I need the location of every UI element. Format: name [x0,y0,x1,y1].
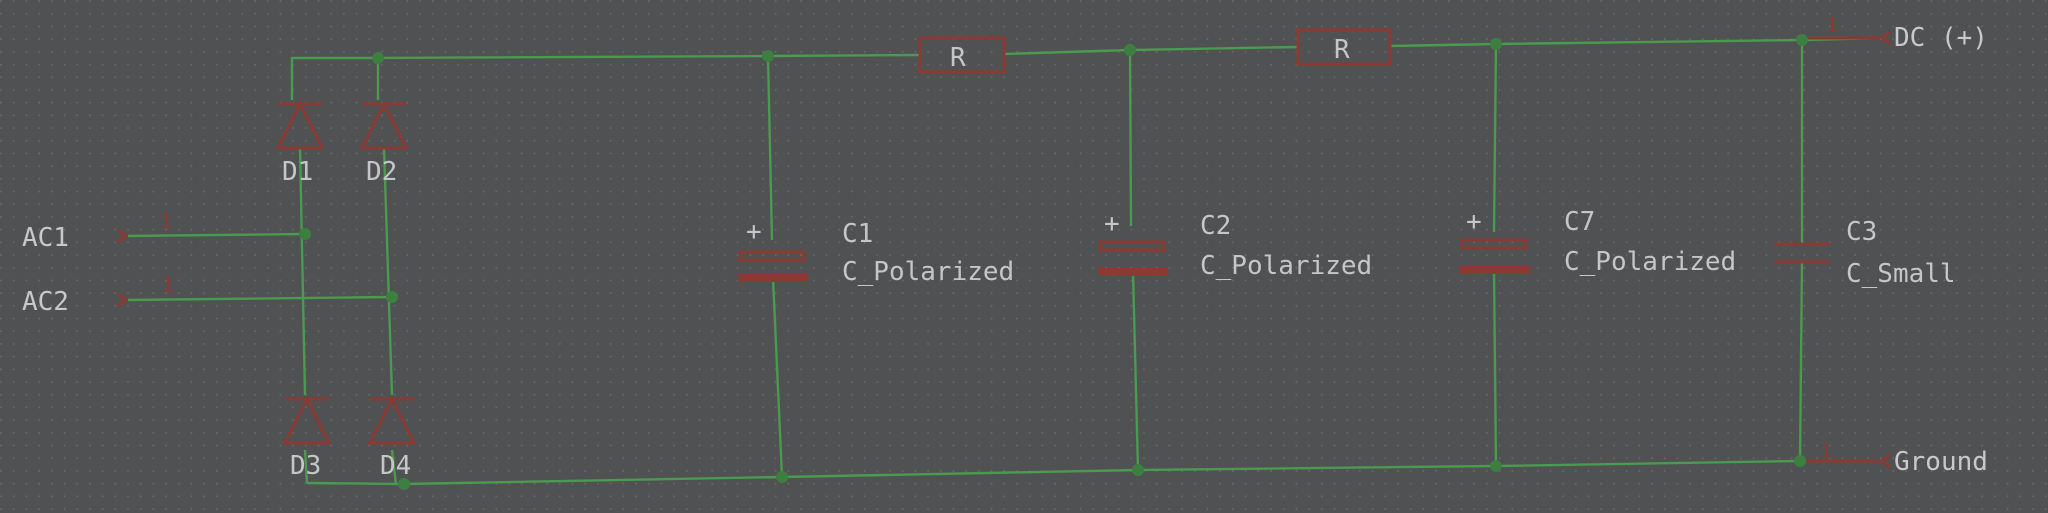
pin-number-ac2: 1 [162,273,174,297]
capacitor-c7-plate-negative [1460,266,1530,274]
junction [1796,34,1808,46]
bridge-top-wire [290,58,380,100]
diode-d1-ref: D1 [282,157,313,187]
capacitor-c2-plate-negative [1098,268,1168,276]
junctions [299,34,1808,490]
diode-d3[interactable] [282,395,332,445]
dc-pos-pin-stub [1808,30,1891,46]
ground-pin-stub [1806,453,1891,469]
capacitor-c7-polarity: + [1466,207,1482,237]
diode-d4[interactable] [367,395,417,445]
diode-d4-triangle [367,395,417,445]
diode-d3-triangle [282,395,332,445]
junction [372,52,384,64]
c3-wires [1798,40,1804,462]
capacitor-c2-ref: C2 [1200,211,1231,241]
capacitor-c7[interactable] [1460,238,1530,274]
capacitor-c2-polarity: + [1104,209,1120,239]
capacitor-c3[interactable] [1774,242,1830,264]
capacitor-c2[interactable] [1098,240,1168,276]
pin-number-ac1: 1 [160,209,172,233]
capacitor-c7-plate-positive [1460,238,1528,250]
junction [776,471,788,483]
bridge-left-vertical [298,147,309,484]
pin-number-dc-pos: 1 [1826,13,1838,37]
junction [1490,38,1502,50]
diode-d3-ref: D3 [290,451,321,481]
capacitor-c7-value: C_Polarized [1564,247,1736,277]
diode-d1[interactable] [275,100,325,150]
ac2-wire [127,295,393,302]
capacitor-c1[interactable] [738,250,808,282]
junction [1124,44,1136,56]
capacitor-c3-ref: C3 [1846,217,1877,247]
port-label-ac2[interactable]: AC2 [22,287,69,317]
capacitor-c1-polarity: + [746,217,762,247]
junction [299,228,311,240]
diode-d4-ref: D4 [380,451,411,481]
diode-d1-triangle [275,100,325,150]
junction [1794,455,1806,467]
capacitor-c1-value: C_Polarized [842,257,1014,287]
resistor-1-body[interactable] [918,36,1006,74]
c7-wires [1492,43,1498,467]
c2-wires [1128,49,1140,471]
ac1-wire [127,232,306,238]
ac1-port-arrow [117,228,129,244]
capacitor-c2-value: C_Polarized [1200,251,1372,281]
junction [1132,464,1144,476]
diode-d2-triangle [359,100,409,150]
pin-number-ground: 1 [1820,439,1832,463]
junction [762,50,774,62]
bridge-right-vertical [382,147,398,486]
resistor-2-label: R [1334,35,1350,65]
diode-d2[interactable] [359,100,409,150]
port-label-ground[interactable]: Ground [1894,447,1988,477]
c1-wires [766,55,784,478]
port-label-ac1[interactable]: AC1 [22,223,69,253]
capacitor-c7-ref: C7 [1564,207,1595,237]
junction [398,478,410,490]
port-connectors [117,30,1891,469]
capacitor-c1-plate-positive [738,250,806,262]
capacitor-c2-plate-positive [1098,240,1166,252]
capacitor-c1-plate-negative [738,274,808,282]
capacitor-c3-value: C_Small [1846,259,1956,289]
resistor-2-body[interactable] [1296,28,1392,66]
port-label-dc-pos[interactable]: DC (+) [1894,23,1988,53]
junction [386,291,398,303]
junction [1490,460,1502,472]
capacitor-c1-ref: C1 [842,219,873,249]
ac2-port-arrow [117,292,129,308]
resistor-1-label: R [950,43,966,73]
diode-d2-ref: D2 [366,157,397,187]
